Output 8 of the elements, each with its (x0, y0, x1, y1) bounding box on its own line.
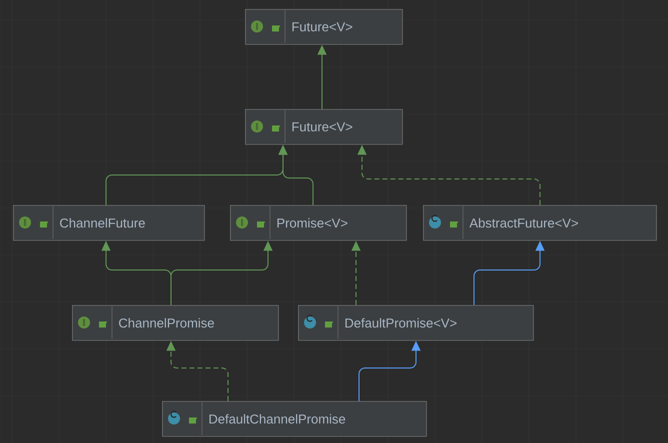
class-box: ChannelFuture (13, 204, 205, 241)
class-box: AbstractFuture<V> (423, 204, 657, 241)
class-box: Promise<V> (230, 204, 407, 241)
class-box: DefaultPromise<V> (298, 305, 534, 341)
class-box: Future<V> (245, 9, 403, 45)
class-box: ChannelPromise (72, 305, 279, 341)
class-box: Future<V> (245, 109, 403, 145)
class-box: DefaultChannelPromise (162, 401, 427, 437)
